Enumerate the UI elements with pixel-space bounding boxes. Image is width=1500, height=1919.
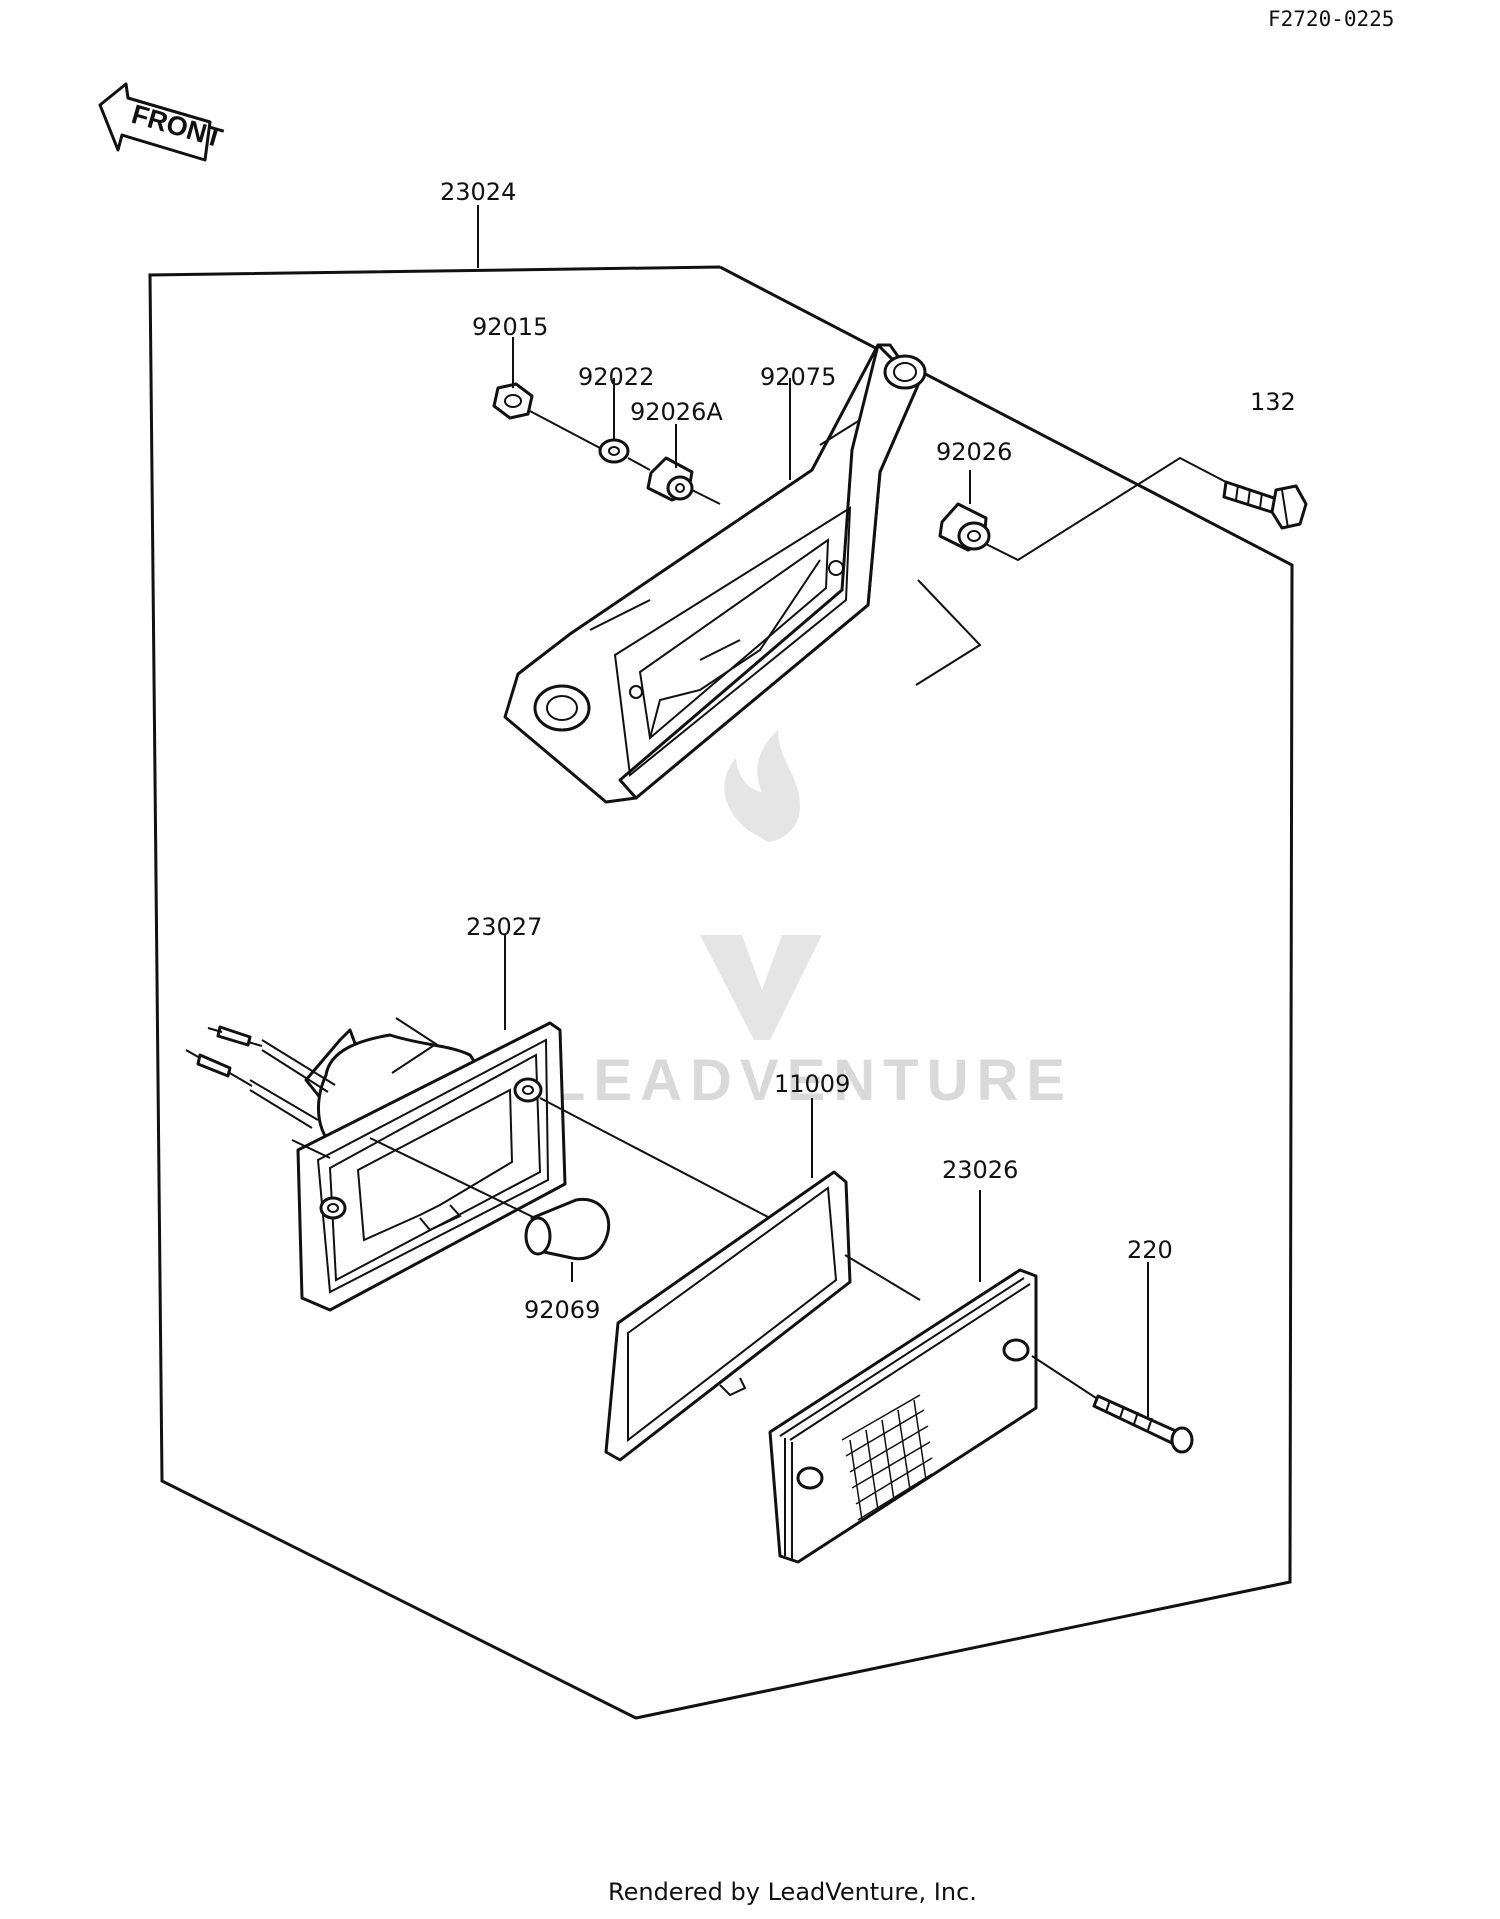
lens-23026 [768, 1268, 1038, 1564]
collar-92026a [646, 456, 694, 502]
label-92075: 92075 [760, 363, 836, 391]
nut-92015 [492, 382, 534, 420]
watermark-logo [700, 730, 822, 1040]
label-220: 220 [1127, 1236, 1173, 1264]
label-92069: 92069 [524, 1296, 600, 1324]
lens-grid [841, 1394, 933, 1521]
label-23027: 23027 [466, 913, 542, 941]
part-labels: 23024 92015 92022 92026A 92075 92026 132… [440, 178, 1296, 1324]
label-92022: 92022 [578, 363, 654, 391]
watermark-text: LEADVENTURE [550, 1048, 1073, 1113]
bolt-132 [1222, 480, 1308, 530]
washer-92022 [598, 438, 630, 464]
bulb-92069 [524, 1197, 611, 1261]
gasket-11009 [604, 1170, 852, 1462]
front-arrow-icon: FRONT [98, 82, 226, 162]
screw-220 [1092, 1394, 1194, 1454]
housing-92075 [503, 343, 927, 804]
label-23026: 23026 [942, 1156, 1018, 1184]
label-92015: 92015 [472, 313, 548, 341]
label-23024: 23024 [440, 178, 516, 206]
label-132: 132 [1250, 388, 1296, 416]
diagram-id: F2720-0225 [1268, 7, 1394, 31]
collar-92026 [938, 502, 991, 552]
assembly-frame [148, 265, 1294, 1720]
leader-lines [369, 205, 1227, 1420]
footer-credit: Rendered by LeadVenture, Inc. [608, 1878, 977, 1906]
label-92026a: 92026A [630, 398, 723, 426]
label-11009: 11009 [774, 1070, 850, 1098]
wire-leads [185, 1025, 336, 1159]
lamp-unit-23027 [296, 1021, 567, 1312]
label-92026: 92026 [936, 438, 1012, 466]
